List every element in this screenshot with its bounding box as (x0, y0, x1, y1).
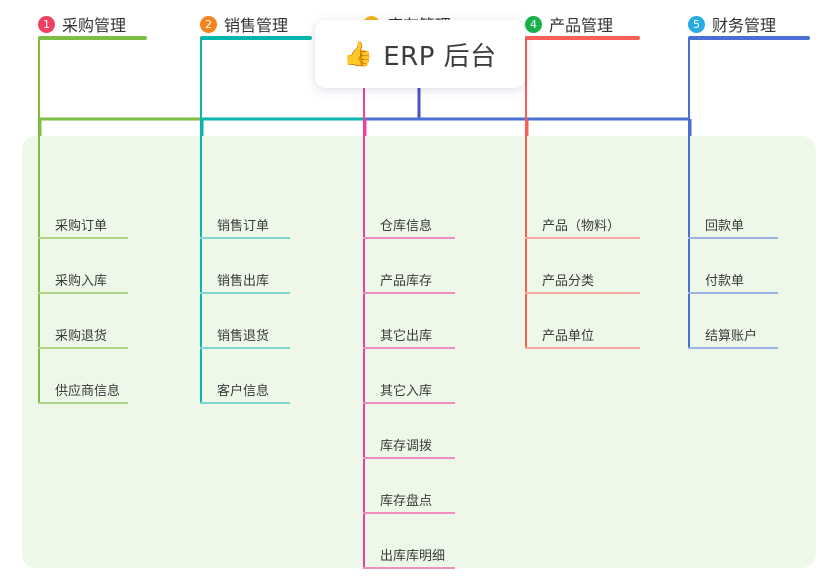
list-item[interactable]: 产品库存 (363, 270, 472, 294)
list-item-label: 销售出库 (217, 274, 270, 289)
thumbs-up-icon: 👍 (343, 40, 374, 68)
list-item-rule (200, 237, 290, 239)
list-item-rule (38, 292, 128, 294)
list-item[interactable]: 客户信息 (200, 380, 307, 404)
list-item-rule (200, 402, 290, 404)
list-item-rule (363, 457, 455, 459)
list-item-rule (363, 292, 455, 294)
list-item-label: 销售订单 (217, 219, 270, 234)
list-item-label: 库存盘点 (380, 494, 433, 509)
column-trunk-line (200, 38, 202, 404)
root-title-card[interactable]: 👍 ERP 后台 (315, 20, 525, 88)
column-trunk-line (688, 38, 690, 349)
column-badge-4: 4 (525, 15, 542, 33)
list-item[interactable]: 销售订单 (200, 215, 307, 239)
list-item-rule (38, 237, 128, 239)
list-item[interactable]: 其它出库 (363, 325, 472, 349)
list-item-label: 采购入库 (55, 274, 108, 289)
column-badge-2: 2 (200, 15, 217, 33)
list-item-rule (363, 237, 455, 239)
list-item[interactable]: 产品单位 (525, 325, 657, 349)
list-item-rule (363, 567, 455, 569)
list-item-rule (200, 347, 290, 349)
list-item-rule (363, 402, 455, 404)
list-item-label: 产品库存 (380, 274, 433, 289)
list-item-label: 产品分类 (542, 274, 595, 289)
list-item[interactable]: 其它入库 (363, 380, 472, 404)
column-title-5: 财务管理 (712, 16, 777, 35)
list-item[interactable]: 销售退货 (200, 325, 307, 349)
list-item[interactable]: 回款单 (688, 215, 795, 239)
list-item-label: 结算账户 (705, 329, 758, 344)
list-item-label: 仓库信息 (380, 219, 433, 234)
list-item-label: 产品（物料） (542, 219, 621, 234)
list-item-label: 其它出库 (380, 329, 433, 344)
list-item-label: 回款单 (705, 219, 745, 234)
list-item-label: 采购订单 (55, 219, 108, 234)
list-item-label: 出库库明细 (380, 549, 446, 564)
list-item[interactable]: 结算账户 (688, 325, 795, 349)
column-header-4[interactable]: 4 产品管理 (525, 12, 613, 36)
list-item[interactable]: 采购订单 (38, 215, 145, 239)
list-item-rule (38, 347, 128, 349)
column-header-5[interactable]: 5 财务管理 (688, 12, 776, 36)
root-title-text: ERP 后台 (383, 41, 497, 72)
list-item[interactable]: 采购退货 (38, 325, 145, 349)
list-item[interactable]: 供应商信息 (38, 380, 145, 404)
list-item-rule (200, 292, 290, 294)
list-item-rule (525, 237, 640, 239)
list-item-rule (525, 292, 640, 294)
list-item-rule (688, 292, 778, 294)
list-item[interactable]: 库存调拨 (363, 435, 472, 459)
list-item-label: 付款单 (705, 274, 745, 289)
list-item[interactable]: 仓库信息 (363, 215, 472, 239)
column-header-rule (525, 36, 640, 40)
column-title-1: 采购管理 (62, 16, 127, 35)
column-trunk-line (38, 38, 40, 404)
list-item[interactable]: 产品（物料） (525, 215, 657, 239)
column-badge-1: 1 (38, 15, 55, 33)
column-trunk-line (525, 38, 527, 349)
list-item-label: 供应商信息 (55, 384, 121, 399)
column-header-rule (200, 36, 312, 40)
root-title-inner: 👍 ERP 后台 (343, 36, 496, 73)
list-item[interactable]: 采购入库 (38, 270, 145, 294)
list-item-rule (688, 347, 778, 349)
list-item-rule (363, 347, 455, 349)
content-panel (22, 136, 816, 568)
list-item-label: 销售退货 (217, 329, 270, 344)
column-title-2: 销售管理 (224, 16, 289, 35)
column-title-4: 产品管理 (549, 16, 614, 35)
list-item[interactable]: 付款单 (688, 270, 795, 294)
list-item-rule (363, 512, 455, 514)
list-item-label: 客户信息 (217, 384, 270, 399)
column-header-1[interactable]: 1 采购管理 (38, 12, 126, 36)
list-item[interactable]: 库存盘点 (363, 490, 472, 514)
list-item-label: 产品单位 (542, 329, 595, 344)
list-item-rule (688, 237, 778, 239)
list-item-rule (38, 402, 128, 404)
column-header-rule (688, 36, 810, 40)
list-item[interactable]: 产品分类 (525, 270, 657, 294)
column-badge-5: 5 (688, 15, 705, 33)
list-item-label: 其它入库 (380, 384, 433, 399)
column-trunk-line (363, 38, 365, 569)
column-header-rule (38, 36, 147, 40)
list-item-label: 库存调拨 (380, 439, 433, 454)
column-header-2[interactable]: 2 销售管理 (200, 12, 288, 36)
list-item[interactable]: 出库库明细 (363, 545, 472, 569)
list-item[interactable]: 销售出库 (200, 270, 307, 294)
list-item-label: 采购退货 (55, 329, 108, 344)
list-item-rule (525, 347, 640, 349)
